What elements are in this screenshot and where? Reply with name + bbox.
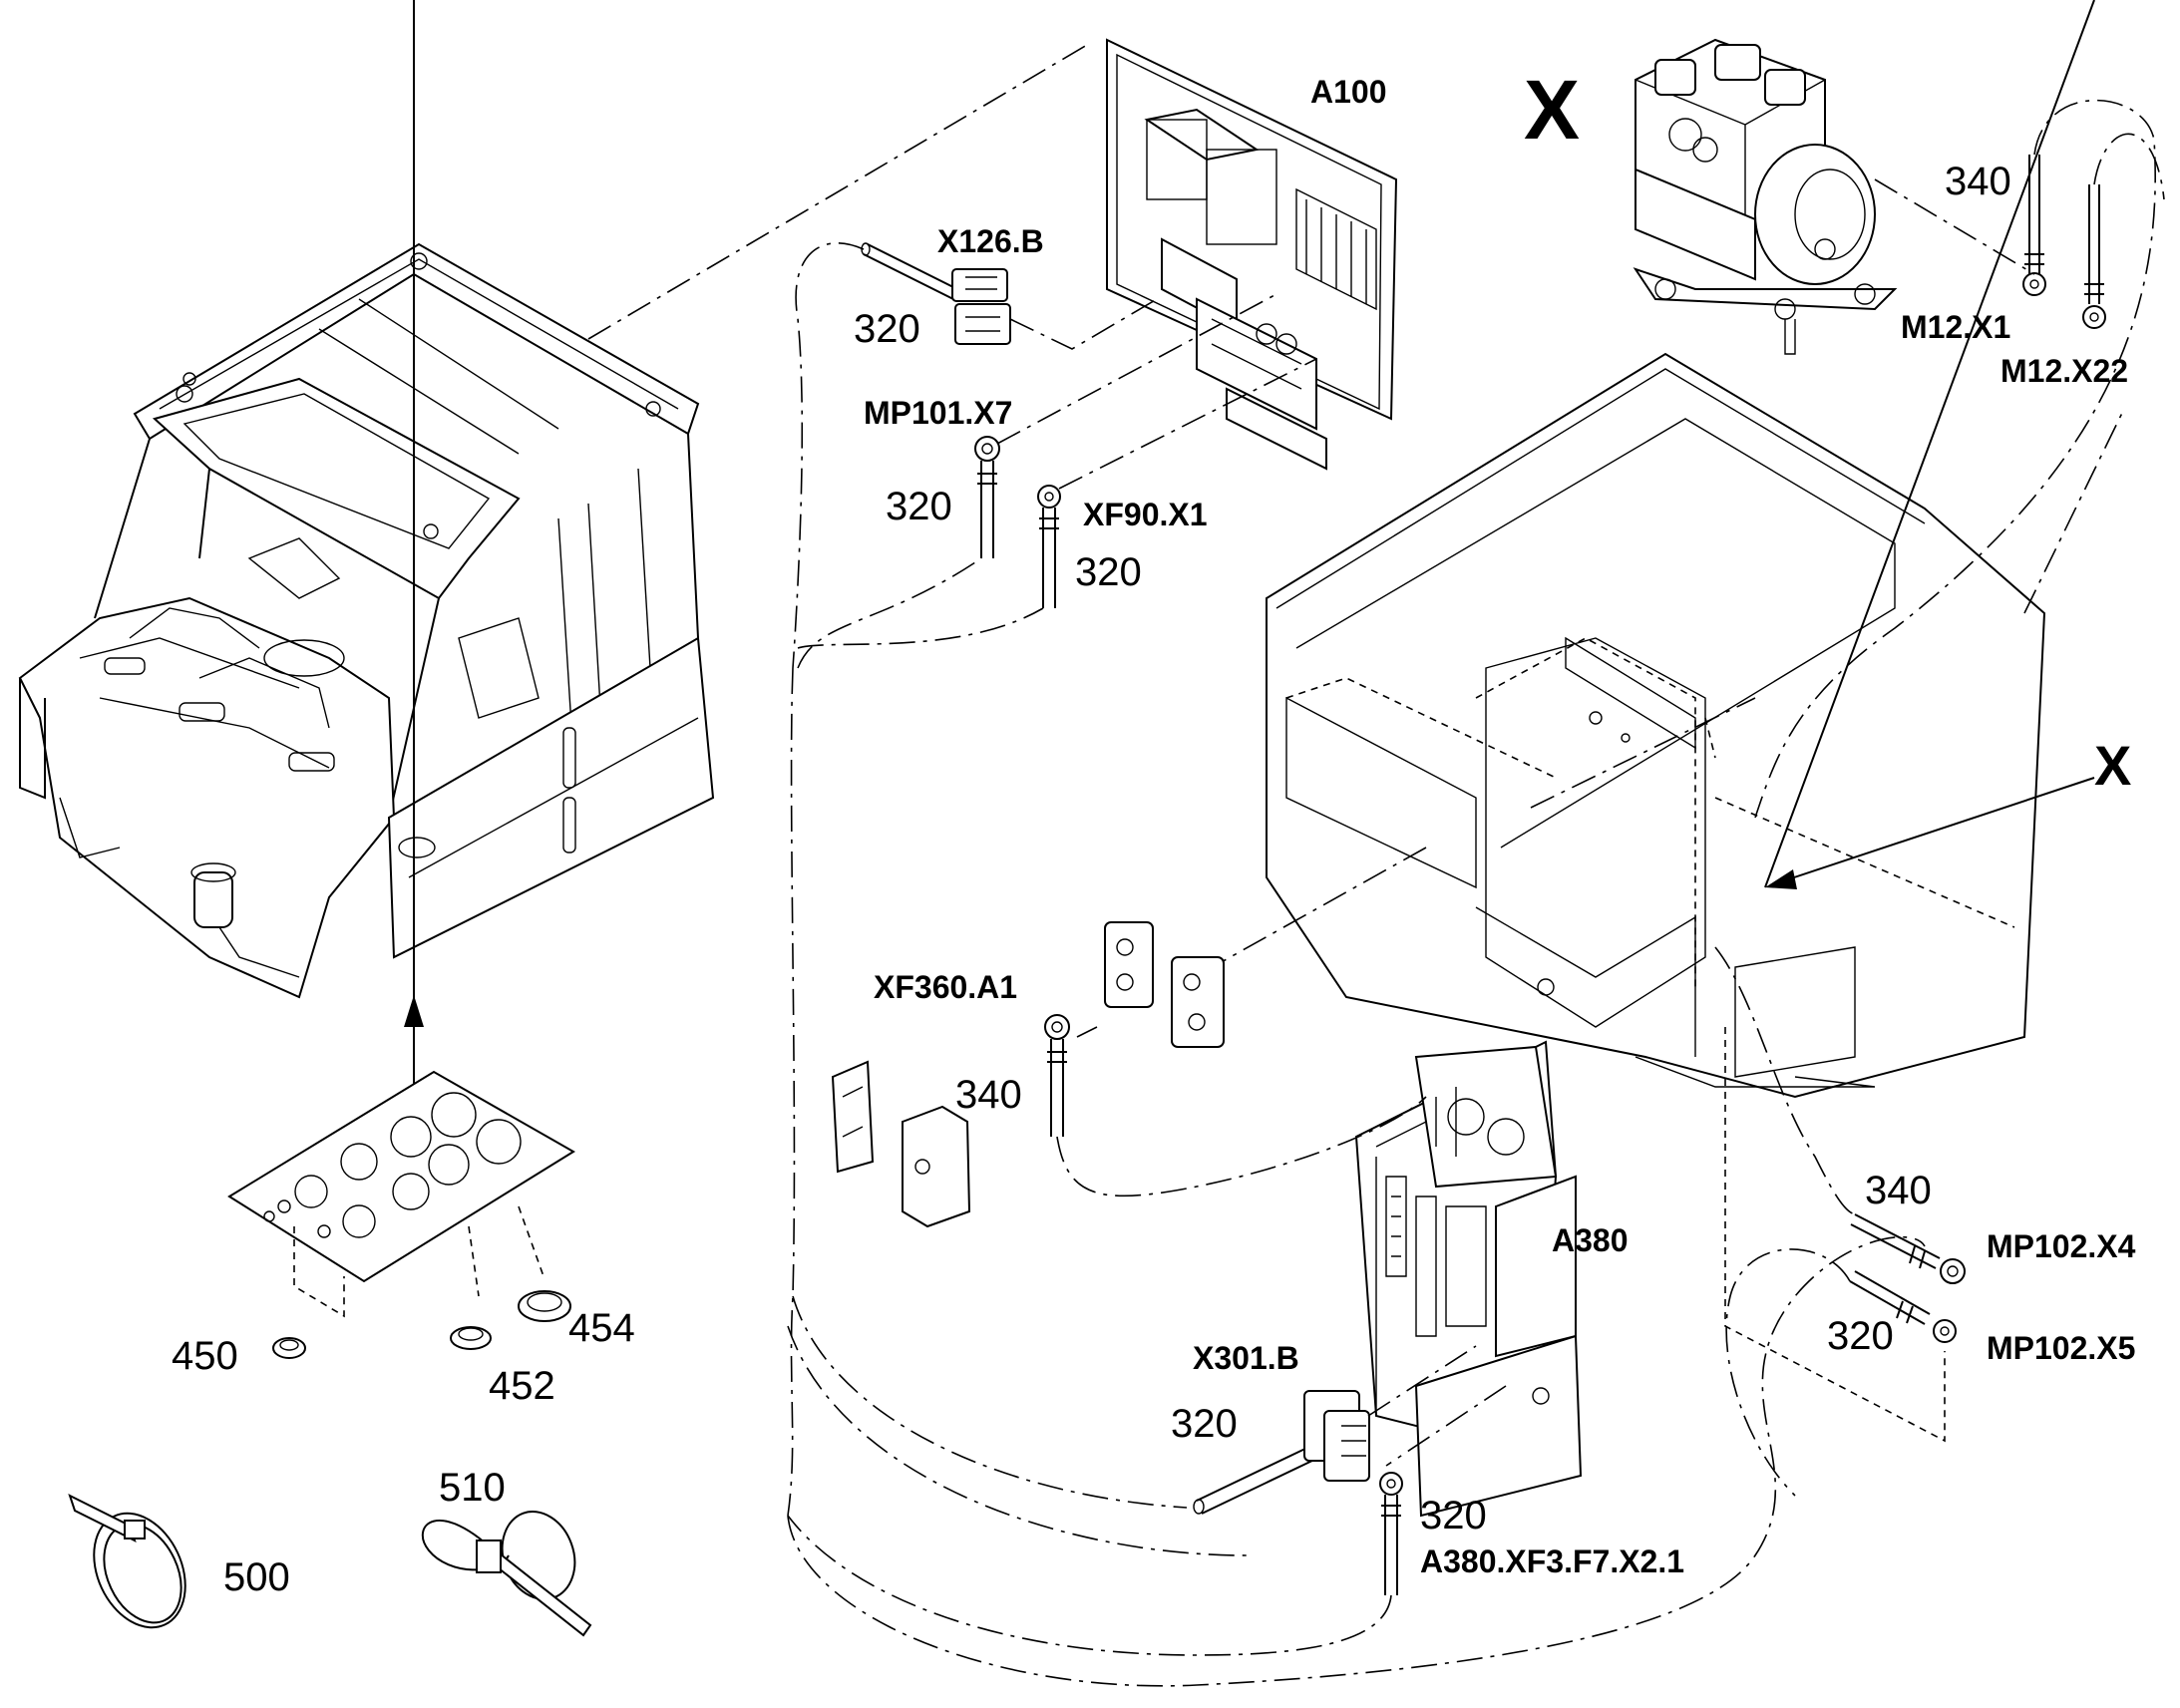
xf360a1-connector-blocks bbox=[1076, 921, 1225, 1048]
hydraulic-valve-illustration bbox=[1633, 38, 2035, 355]
x301b-connector-illustration bbox=[1193, 1345, 1477, 1515]
xf360a1-label: XF360.A1 bbox=[874, 969, 1018, 1005]
mp102x4-item-number: 340 bbox=[1865, 1169, 1932, 1212]
mp102x5-item-number: 320 bbox=[1827, 1314, 1894, 1358]
grommet-large-item-number: 454 bbox=[568, 1306, 635, 1350]
mp102x4-ring-terminal bbox=[1850, 1213, 1966, 1284]
a380xf3-label: A380.XF3.F7.X2.1 bbox=[1420, 1543, 1685, 1579]
a380-label: A380 bbox=[1552, 1222, 1629, 1258]
a380-electronics-module bbox=[1354, 1040, 1583, 1518]
cable-clamp-illustration bbox=[421, 1511, 592, 1637]
m12x1-label: M12.X1 bbox=[1901, 309, 2011, 345]
mp101x7-item-number: 320 bbox=[886, 485, 952, 528]
grommet-small bbox=[272, 1337, 306, 1359]
a100-electronics-box bbox=[1106, 38, 1398, 471]
mp101x7-ring-terminal bbox=[974, 293, 1277, 558]
grommet-large bbox=[518, 1290, 571, 1322]
x301b-item-number: 320 bbox=[1171, 1402, 1238, 1446]
grommet-medium-item-number: 452 bbox=[489, 1364, 555, 1408]
cable-tie-illustration bbox=[68, 1494, 186, 1629]
xf360a1-item-number: 340 bbox=[955, 1073, 1022, 1117]
mp102x5-label: MP102.X5 bbox=[1987, 1330, 2136, 1366]
a380xf3-ring-terminal bbox=[1379, 1472, 1403, 1595]
cable-tie-item-number: 500 bbox=[223, 1555, 290, 1599]
mp102x5-ring-terminal bbox=[1849, 1270, 1957, 1343]
cab-illustration bbox=[18, 242, 715, 999]
detail-view-x-label: X bbox=[1524, 63, 1581, 157]
a380xf3-item-number: 320 bbox=[1420, 1494, 1487, 1537]
xf90x1-ring-terminal bbox=[1037, 358, 1317, 608]
mp101x7-label: MP101.X7 bbox=[864, 395, 1013, 431]
frame-housing-illustration bbox=[1176, 352, 2125, 1099]
xf90x1-item-number: 320 bbox=[1075, 550, 1142, 594]
m12x1-ring-terminal bbox=[2022, 155, 2046, 296]
xf360a1-ring-terminal bbox=[1044, 1014, 1070, 1137]
mp102x4-label: MP102.X4 bbox=[1987, 1228, 2136, 1264]
callout-arrow-x bbox=[1764, 0, 2095, 889]
callout-x-label: X bbox=[2094, 734, 2132, 797]
cable-clamp-item-number: 510 bbox=[439, 1466, 506, 1510]
grommet-plate bbox=[227, 1070, 575, 1318]
grommet-medium bbox=[450, 1326, 492, 1350]
a100-label: A100 bbox=[1310, 74, 1387, 110]
m12x22-ring-terminal bbox=[2082, 184, 2106, 329]
grommet-small-item-number: 450 bbox=[172, 1334, 238, 1378]
m12-item-number: 340 bbox=[1945, 160, 2011, 203]
x126b-connector-illustration bbox=[861, 242, 1158, 350]
xf90x1-label: XF90.X1 bbox=[1083, 497, 1208, 532]
m12x22-label: M12.X22 bbox=[2000, 353, 2129, 389]
harness-routing-lines bbox=[587, 44, 2165, 1687]
x301b-label: X301.B bbox=[1193, 1340, 1299, 1376]
x126b-label: X126.B bbox=[937, 223, 1044, 259]
cable-brackets bbox=[831, 1060, 971, 1228]
x126b-item-number: 320 bbox=[854, 307, 920, 351]
